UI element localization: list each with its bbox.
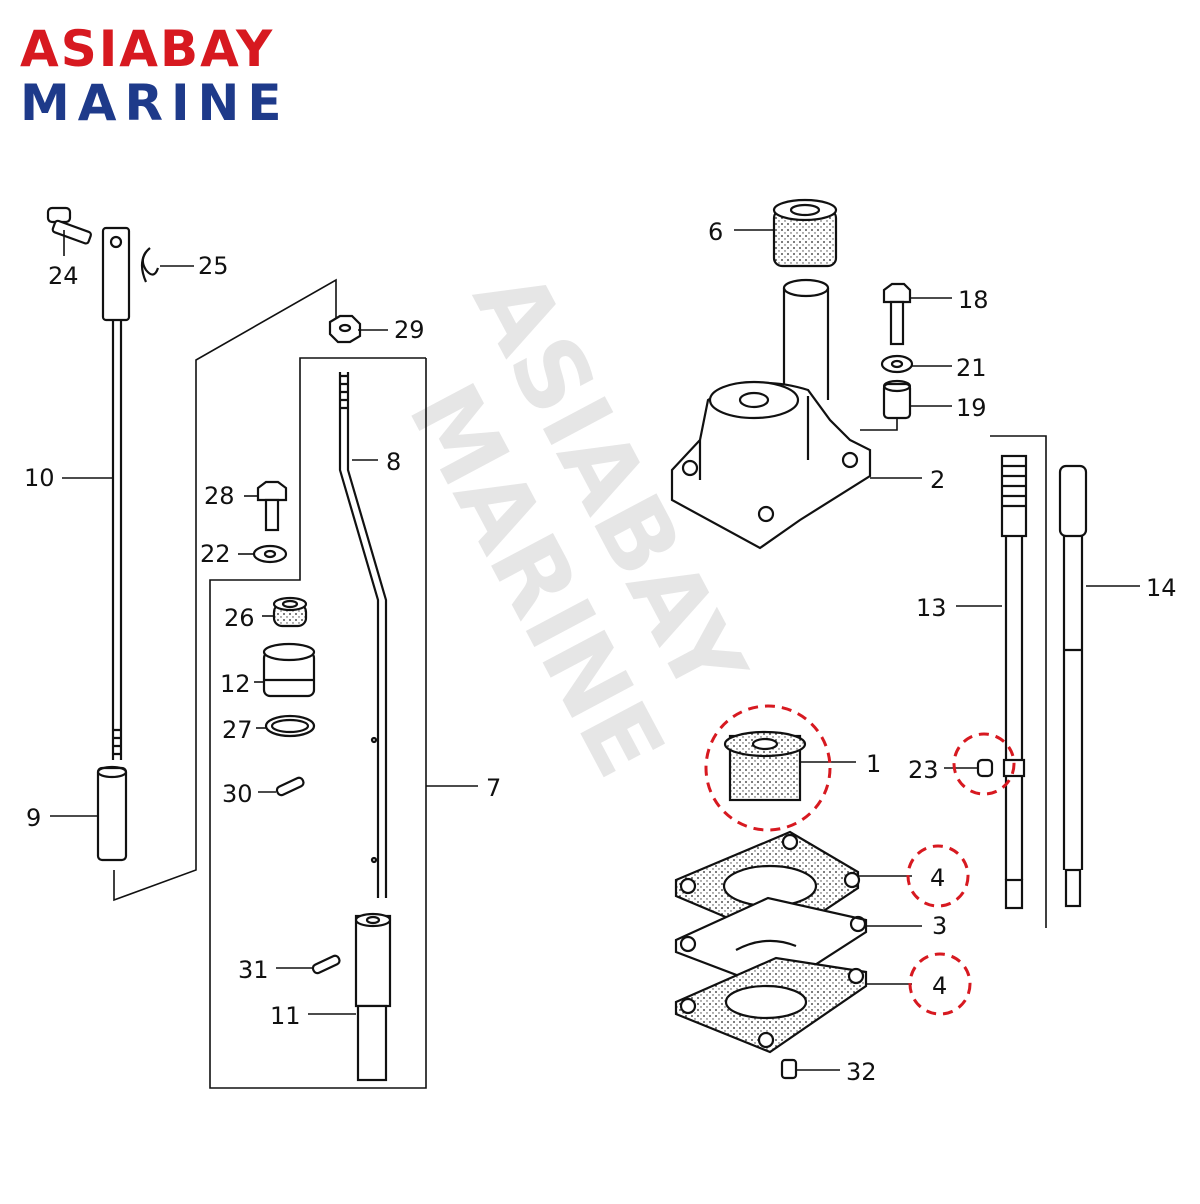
callout-31: 31 bbox=[238, 956, 269, 984]
callout-22: 22 bbox=[200, 540, 231, 568]
callout-25: 25 bbox=[198, 252, 229, 280]
callout-26: 26 bbox=[224, 604, 255, 632]
part-1-impeller bbox=[723, 730, 807, 802]
callout-10: 10 bbox=[24, 464, 55, 492]
part-25-clip bbox=[140, 247, 160, 283]
callout-27: 27 bbox=[222, 716, 253, 744]
callout-28: 28 bbox=[204, 482, 235, 510]
highlight-part-23 bbox=[952, 732, 1016, 796]
part-10-shift-rod bbox=[101, 226, 131, 760]
callout-labels: 24 25 10 9 29 8 28 22 26 12 27 30 7 31 1… bbox=[24, 218, 1177, 1086]
part-14-drive-shaft bbox=[1058, 464, 1088, 908]
part-11-shift-cam bbox=[354, 912, 392, 1082]
part-2-pump-case bbox=[670, 278, 872, 550]
part-32-dowel bbox=[780, 1058, 798, 1080]
part-24-clevis-pin bbox=[46, 206, 92, 245]
part-30-pin bbox=[275, 776, 305, 797]
part-29-nut bbox=[328, 314, 362, 344]
part-8-shift-rod bbox=[338, 372, 388, 898]
part-9-sleeve bbox=[96, 765, 128, 862]
part-7-group-outline bbox=[209, 357, 427, 1089]
callout-23: 23 bbox=[908, 756, 939, 784]
callout-12: 12 bbox=[220, 670, 251, 698]
callout-30: 30 bbox=[222, 780, 253, 808]
callout-2: 2 bbox=[930, 466, 945, 494]
callout-19: 19 bbox=[956, 394, 987, 422]
part-21-washer bbox=[880, 354, 914, 374]
highlight-part-4-upper bbox=[906, 844, 970, 908]
part-22-washer bbox=[252, 544, 288, 564]
brand-logo-line1: ASIABAY bbox=[20, 20, 275, 78]
part-31-pin bbox=[311, 954, 341, 975]
callout-21: 21 bbox=[956, 354, 987, 382]
part-12-seal-holder bbox=[262, 642, 316, 698]
callout-6: 6 bbox=[708, 218, 723, 246]
part-13-drive-shaft bbox=[1000, 454, 1028, 910]
callout-29: 29 bbox=[394, 316, 425, 344]
highlight-part-1 bbox=[704, 704, 832, 832]
callout-4-lower: 4 bbox=[932, 972, 947, 1000]
part-28-bolt bbox=[256, 480, 288, 532]
leader-lines bbox=[50, 229, 1140, 1071]
part-18-bolt bbox=[882, 282, 912, 346]
brand-logo-line2: MARINE bbox=[20, 74, 290, 132]
callout-4-upper: 4 bbox=[930, 864, 945, 892]
part-23-key bbox=[976, 758, 994, 778]
highlight-part-4-lower bbox=[908, 952, 972, 1016]
part-19-dowel bbox=[882, 379, 912, 420]
callout-8: 8 bbox=[386, 448, 401, 476]
callout-11: 11 bbox=[270, 1002, 301, 1030]
callout-13: 13 bbox=[916, 594, 947, 622]
highlight-circles bbox=[704, 704, 1016, 1016]
callout-14: 14 bbox=[1146, 574, 1177, 602]
part-6-grommet bbox=[772, 198, 838, 268]
callout-32: 32 bbox=[846, 1058, 877, 1086]
callout-18: 18 bbox=[958, 286, 989, 314]
part-26-bushing bbox=[272, 596, 308, 628]
part-4-gasket-lower bbox=[674, 956, 868, 1054]
callout-9: 9 bbox=[26, 804, 41, 832]
part-27-o-ring bbox=[264, 714, 316, 738]
callout-1: 1 bbox=[866, 750, 881, 778]
callout-24: 24 bbox=[48, 262, 79, 290]
callout-7: 7 bbox=[486, 774, 501, 802]
callout-3: 3 bbox=[932, 912, 947, 940]
